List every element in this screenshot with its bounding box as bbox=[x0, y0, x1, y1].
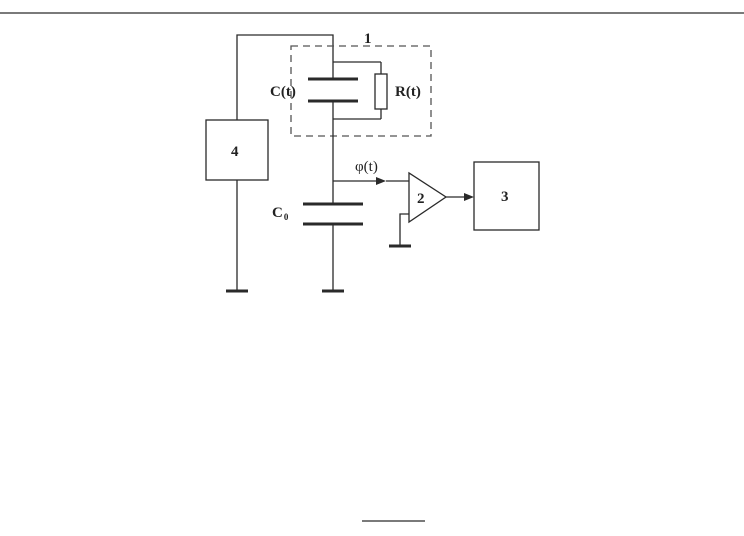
rt-resistor bbox=[375, 74, 387, 109]
ct-label: C(t) bbox=[270, 84, 296, 100]
c0-label-subscript: 0 bbox=[284, 212, 289, 222]
phi-arrowhead bbox=[376, 177, 386, 185]
phi-label: φ(t) bbox=[355, 159, 378, 175]
c0-label: C0 bbox=[272, 205, 289, 222]
block-4-label: 4 bbox=[231, 144, 239, 160]
c0-label-main: C bbox=[272, 205, 283, 221]
amplifier-triangle bbox=[409, 173, 446, 222]
amp-ground-lead bbox=[400, 214, 409, 246]
output-arrowhead bbox=[464, 193, 474, 201]
block-1-label: 1 bbox=[364, 31, 372, 47]
block-2-label: 2 bbox=[417, 191, 425, 207]
block-3-label: 3 bbox=[501, 189, 509, 205]
rt-label: R(t) bbox=[395, 84, 421, 100]
